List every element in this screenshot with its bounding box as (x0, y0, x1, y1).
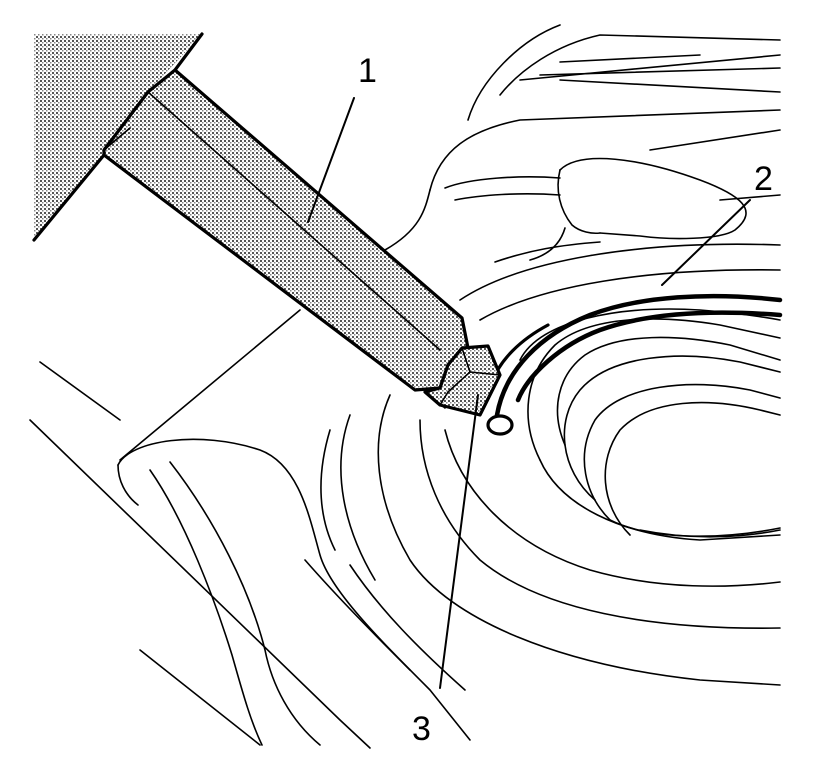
callout-3: 3 (412, 710, 431, 748)
housing-outline (29, 24, 781, 749)
tool-shaft (102, 68, 470, 392)
leader-line-2 (661, 199, 751, 286)
seal (486, 293, 783, 436)
callout-1: 1 (358, 52, 377, 90)
leader-lines (307, 97, 751, 689)
bore (519, 308, 781, 541)
leader-line-1 (307, 97, 355, 223)
leader-line-3 (439, 394, 479, 689)
callout-2: 2 (754, 160, 773, 198)
seal-removal-tool (32, 32, 502, 417)
